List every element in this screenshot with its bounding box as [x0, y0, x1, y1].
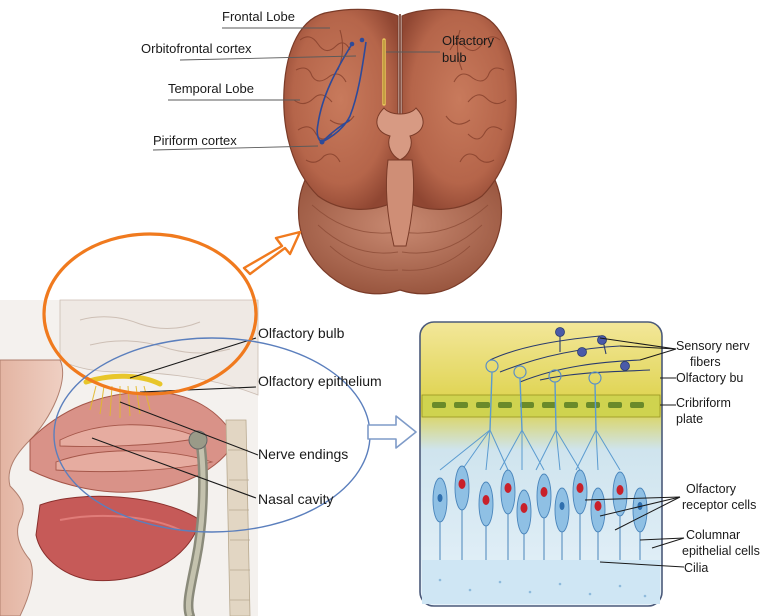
olfactory-epithelium-label: Olfactory epithelium: [258, 373, 382, 389]
temporal-lobe-label: Temporal Lobe: [168, 81, 254, 96]
cribriform-plate-label-line2: plate: [676, 412, 704, 426]
brain-illustration: [152, 8, 517, 295]
head-olfactory-bulb-label: Olfactory bulb: [258, 325, 345, 341]
epithelium-illustration: [419, 321, 685, 607]
columnar-epithelial-cells-label-line2: epithelial cells: [682, 544, 760, 558]
olfactory-receptor-cells-label-line2: receptor cells: [682, 498, 757, 512]
panel-olfactory-bulb-label: Olfactory bu: [676, 371, 744, 385]
brain-olfactory-bulb-label-line1: Olfactory: [442, 33, 495, 48]
brain-olfactory-bulb-label-line2: bulb: [442, 50, 467, 65]
frontal-lobe-label: Frontal Lobe: [222, 9, 295, 24]
columnar-epithelial-cells-label-line1: Columnar: [686, 528, 741, 542]
orange-highlight-ellipse: [42, 232, 258, 396]
nasal-cavity-label: Nasal cavity: [258, 491, 334, 507]
nerve-endings-label: Nerve endings: [258, 446, 349, 462]
sensory-nerve-fibers-label-line2: fibers: [690, 355, 721, 369]
head-section-illustration: [0, 299, 259, 616]
cilia-label: Cilia: [684, 561, 709, 575]
orbitofrontal-cortex-label: Orbitofrontal cortex: [141, 41, 252, 56]
blue-arrow: [367, 415, 417, 449]
sensory-nerve-fibers-label-line1: Sensory nerv: [676, 339, 750, 353]
piriform-cortex-label: Piriform cortex: [153, 133, 237, 148]
cribriform-plate-label-line1: Cribriform: [676, 396, 731, 410]
orange-arrow: [242, 230, 302, 276]
olfactory-receptor-cells-label-line1: Olfactory: [686, 482, 737, 496]
